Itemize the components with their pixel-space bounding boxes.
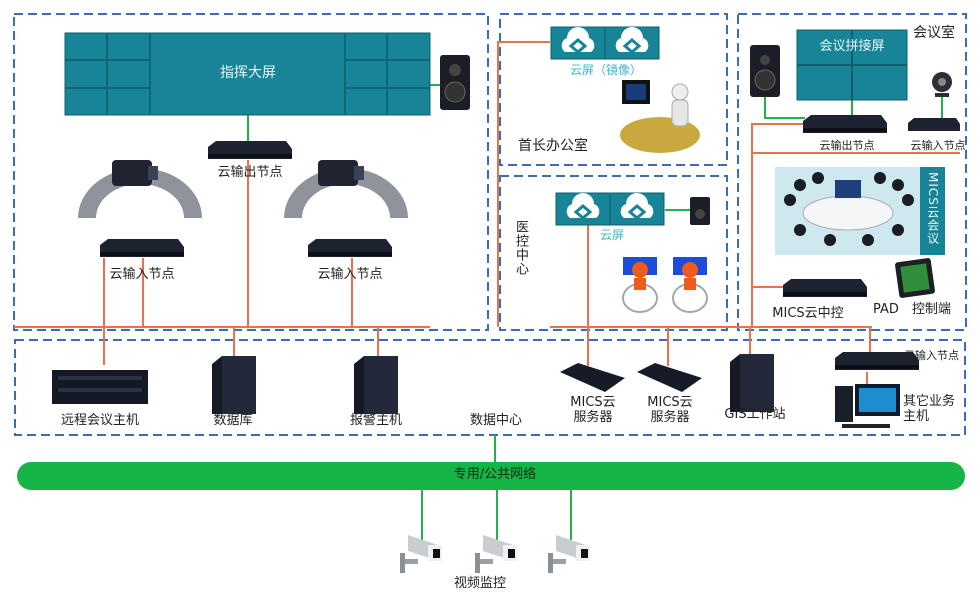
mics-server-icon — [560, 363, 625, 392]
office-box — [499, 13, 728, 166]
executive-workstation-icon — [620, 80, 700, 153]
mics-conference-label: MICS云会议 — [925, 172, 940, 245]
output-node-icon — [208, 141, 292, 159]
cloud-screen-icon — [549, 25, 607, 61]
desktop-computer-icon — [835, 384, 900, 428]
surveillance-camera-icon — [400, 535, 442, 573]
cloud-screen-label: 云屏 — [599, 228, 625, 242]
mics-server-2-label: MICS云服务器 — [647, 395, 693, 426]
database-label: 数据库 — [213, 413, 253, 428]
monitoring-title: 医控中心 — [512, 220, 528, 276]
mics-conference-band — [920, 167, 945, 255]
operator-icon — [622, 257, 658, 313]
database-server-icon — [212, 356, 256, 414]
surveillance-camera-icon — [548, 535, 590, 573]
input-node-left-icon — [100, 239, 184, 257]
meeting-input-node-icon — [908, 118, 960, 131]
control-end-label: 控制端 — [912, 302, 952, 317]
meeting-room-box — [737, 13, 967, 331]
datacenter-input-node-label: 云输入节点 — [904, 349, 959, 362]
central-control-label: MICS云中控 — [772, 306, 844, 321]
command-video-wall — [64, 32, 431, 116]
network-bus — [17, 462, 965, 490]
surveillance-label: 视频监控 — [453, 576, 507, 591]
mics-server-2-line1: MICS云 — [647, 395, 693, 410]
gis-label: GIS工作站 — [724, 407, 786, 422]
input-node-left-label: 云输入节点 — [109, 267, 175, 282]
input-node-right-icon — [308, 239, 392, 257]
meeting-video-wall-label: 会议拼接屏 — [819, 39, 885, 54]
command-video-wall-label: 指挥大屏 — [220, 65, 276, 81]
camcorder-arch-left-icon — [78, 160, 202, 218]
cloud-screen-icon — [603, 25, 661, 61]
alarm-host-icon — [354, 356, 398, 414]
pad-label: PAD — [873, 302, 899, 317]
command-center-box — [13, 13, 489, 331]
conference-host-label: 远程会议主机 — [60, 413, 140, 428]
alarm-host-label: 报警主机 — [349, 413, 403, 428]
meeting-output-node-icon — [803, 115, 887, 133]
other-host-line1: 其它业务 — [903, 394, 956, 409]
camcorder-arch-right-icon — [284, 160, 408, 218]
meeting-output-node-label: 云输出节点 — [819, 139, 875, 152]
cloud-screen-icon — [608, 191, 666, 227]
mics-server-1-line1: MICS云 — [570, 395, 616, 410]
conference-meeting-image — [775, 167, 920, 255]
meeting-video-wall — [796, 29, 908, 101]
central-control-icon — [783, 279, 867, 297]
webcam-icon — [932, 72, 952, 97]
mics-server-2-line2: 服务器 — [650, 409, 690, 425]
mirror-cloud-screen-label: 云屏（镜像） — [569, 63, 643, 77]
network-label: 专用/公共网络 — [453, 467, 537, 482]
mics-server-icon — [637, 363, 702, 392]
operator-icon — [672, 257, 708, 313]
cloud-screen-icon — [554, 191, 612, 227]
speaker-icon — [690, 197, 710, 225]
surveillance-camera-icon — [475, 535, 517, 573]
input-node-right-label: 云输入节点 — [317, 267, 383, 282]
data-center-box — [14, 339, 966, 436]
conference-host-icon — [52, 370, 148, 404]
mics-server-1-line2: 服务器 — [573, 409, 613, 425]
office-title: 首长办公室 — [518, 138, 588, 154]
speaker-icon — [750, 45, 780, 97]
tablet-icon — [895, 258, 935, 298]
meeting-input-node-label: 云输入节点 — [910, 139, 966, 152]
gis-workstation-icon — [730, 354, 774, 412]
mics-server-1-label: MICS云服务器 — [570, 395, 616, 426]
meeting-room-title: 会议室 — [913, 25, 955, 41]
monitoring-box — [499, 175, 728, 331]
output-node-label: 云输出节点 — [217, 165, 283, 180]
other-host-line2: 主机 — [903, 408, 930, 424]
data-center-title: 数据中心 — [469, 413, 523, 428]
other-host-label: 其它业务主机 — [903, 394, 956, 425]
speaker-icon — [440, 55, 470, 110]
